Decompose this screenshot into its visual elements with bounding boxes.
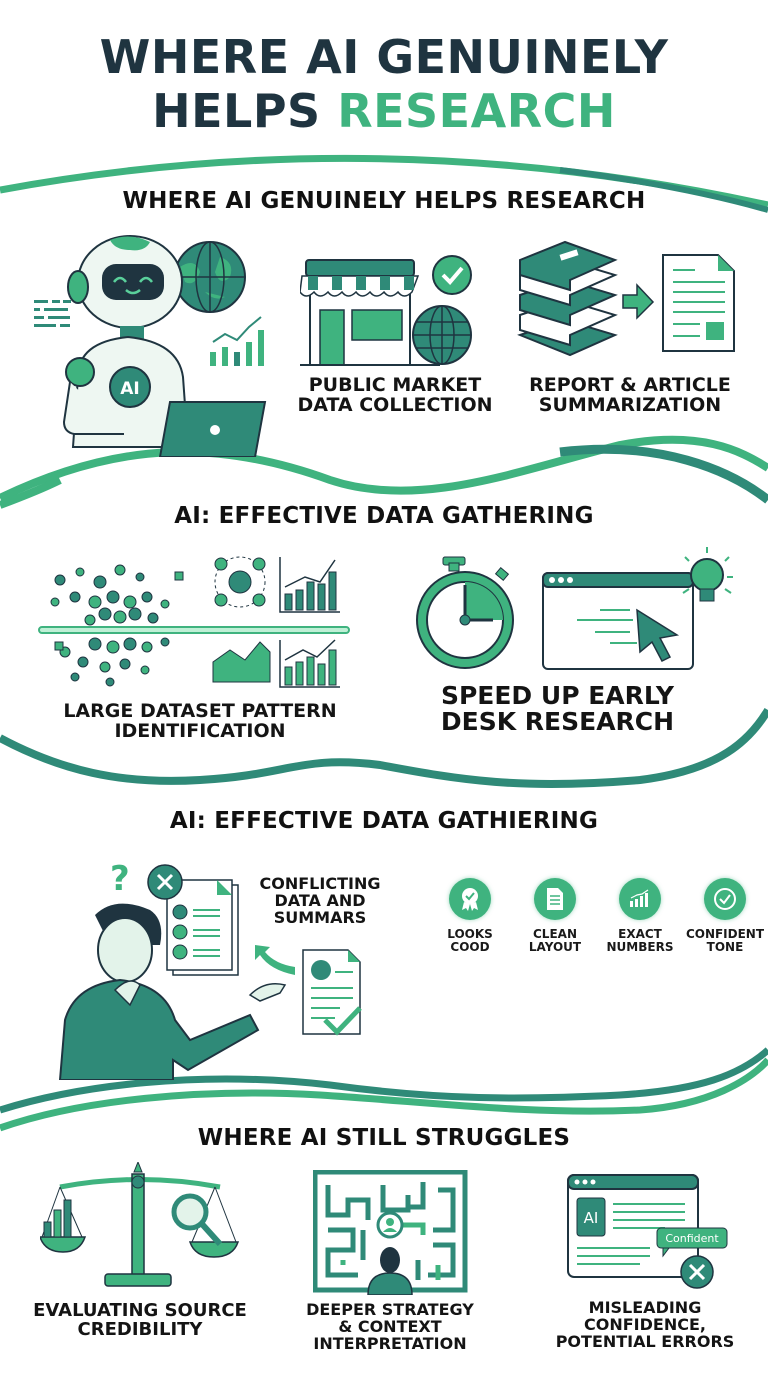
badge-label: LAYOUT <box>528 940 582 955</box>
badge-label: COOD <box>450 940 490 955</box>
robot-ai-badge: AI <box>120 379 139 399</box>
label-line: REPORT & ARTICLE <box>529 374 731 396</box>
market-data-label: PUBLIC MARKET DATA COLLECTION <box>280 374 510 416</box>
label-line: DATA AND <box>274 890 366 910</box>
document-icon <box>534 878 576 920</box>
badge-label: LOOKS <box>447 927 493 941</box>
label-line: SPEED UP EARLY <box>440 681 675 710</box>
section-4-title: WHERE AI STILL STRUGGLES <box>197 1125 571 1151</box>
ai-robot-icon: AI <box>34 235 267 457</box>
page-title: WHERE AI GENUINELY HELPS RESEARCH <box>0 30 768 138</box>
section-2-title: AI: EFFECTIVE DATA GATHERING <box>174 503 594 529</box>
label-line: SUMMARIZATION <box>538 393 722 416</box>
balance-scale-icon <box>40 1162 240 1287</box>
label-line: POTENTIAL ERRORS <box>555 1331 735 1351</box>
title-line-1: WHERE AI GENUINELY <box>99 30 669 84</box>
check-circle-icon <box>704 878 746 920</box>
section-1-title: WHERE AI GENUINELY HELPS RESEARCH <box>122 188 646 214</box>
badge-label: CONFIDENT <box>685 927 765 941</box>
label-line: CONFIDENCE, <box>584 1314 706 1334</box>
label-line: INTERPRETATION <box>313 1333 467 1353</box>
market-store-icon <box>300 255 472 366</box>
badge-label: EXACT <box>618 927 662 941</box>
label-line: MISLEADING <box>588 1298 702 1317</box>
stopwatch-browser-icon <box>416 547 733 670</box>
window-ai-badge: AI <box>584 1209 599 1227</box>
bar-chart-icon <box>619 878 661 920</box>
label-line: LARGE DATASET PATTERN <box>63 700 337 722</box>
conflicting-data-label: CONFLICTING DATA AND SUMMARS <box>245 874 395 927</box>
dataset-pattern-label: LARGE DATASET PATTERN IDENTIFICATION <box>30 700 370 742</box>
confused-person-icon: ? <box>58 859 362 1080</box>
misleading-confidence-label: MISLEADING CONFIDENCE, POTENTIAL ERRORS <box>530 1298 760 1351</box>
label-line: & CONTEXT <box>338 1316 442 1336</box>
source-credibility-label: EVALUATING SOURCE CREDIBILITY <box>20 1300 260 1340</box>
badge-label: CLEAN <box>533 927 577 941</box>
label-line: SUMMARS <box>273 907 367 927</box>
label-line: IDENTIFICATION <box>114 719 286 742</box>
title-accent-part: RESEARCH <box>337 84 616 138</box>
desk-research-label: SPEED UP EARLY DESK RESEARCH <box>420 681 695 737</box>
section-3-title: AI: EFFECTIVE DATA GATHIERING <box>169 808 599 834</box>
label-line: DESK RESEARCH <box>440 707 675 737</box>
label-line: CONFLICTING <box>259 874 381 893</box>
label-line: EVALUATING SOURCE <box>33 1300 247 1321</box>
books-to-document-icon <box>517 240 735 357</box>
label-line: CREDIBILITY <box>77 1318 203 1340</box>
award-ribbon-icon <box>449 878 491 920</box>
ai-window-warning-icon: AI Confident <box>567 1174 728 1289</box>
dataset-pattern-icon <box>38 556 350 688</box>
badge-label: TONE <box>706 940 744 955</box>
maze-person-icon <box>313 1170 468 1295</box>
label-line: DEEPER STRATEGY <box>306 1300 474 1319</box>
title-dark-part: HELPS <box>152 84 338 138</box>
title-line-2: HELPS RESEARCH <box>0 84 768 138</box>
label-line: PUBLIC MARKET <box>308 374 482 396</box>
badge-label: NUMBERS <box>606 940 674 955</box>
strategy-context-label: DEEPER STRATEGY & CONTEXT INTERPRETATION <box>285 1300 495 1353</box>
summarization-label: REPORT & ARTICLE SUMMARIZATION <box>510 374 750 416</box>
label-line: DATA COLLECTION <box>297 393 493 416</box>
svg-text:?: ? <box>110 859 130 899</box>
confident-bubble-text: Confident <box>665 1232 719 1245</box>
